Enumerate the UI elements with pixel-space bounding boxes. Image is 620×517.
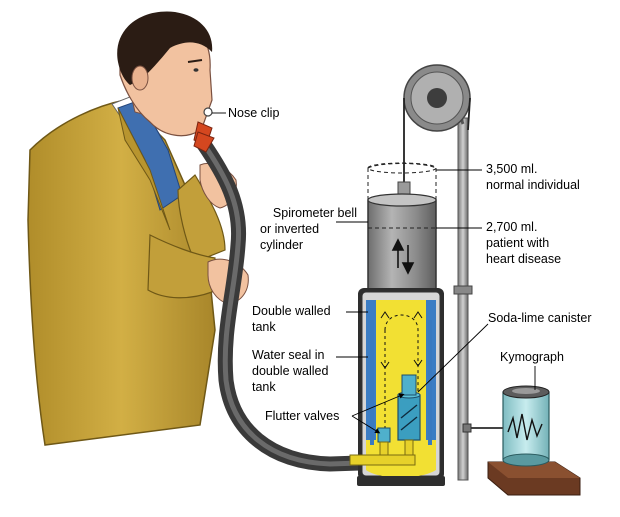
flutter-valve	[377, 427, 391, 443]
bell-max-position	[367, 163, 437, 200]
label-volume-patient-line3: heart disease	[486, 252, 562, 266]
label-bell-line1: Spirometer bell	[272, 206, 357, 220]
label-flutter-valves: Flutter valves	[265, 409, 340, 423]
leader-lines	[212, 112, 536, 434]
man-figure	[27, 11, 249, 446]
label-water-seal-line1: Water seal in	[252, 348, 325, 362]
flow-arrow-icon	[413, 311, 423, 319]
label-water-seal-line3: tank	[252, 380, 276, 394]
hose-connector	[193, 131, 215, 153]
nose-clip	[203, 107, 213, 117]
up-down-arrow-icon	[391, 238, 415, 275]
label-tank-line1: Double walled	[252, 304, 331, 318]
label-volume-patient-line2: patient with	[486, 236, 550, 250]
label-water-seal-line2: double walled	[252, 364, 329, 378]
right-sleeve	[147, 234, 216, 299]
label-soda-lime: Soda-lime canister	[488, 311, 592, 325]
label-bell-line3: cylinder	[260, 238, 304, 252]
double-walled-tank	[349, 288, 445, 486]
label-kymograph: Kymograph	[500, 350, 564, 364]
label-bell-line2: or inverted	[260, 222, 320, 236]
label-volume-patient-line1: 2,700 ml.	[486, 220, 538, 234]
label-tank-line2: tank	[252, 320, 276, 334]
label-volume-normal-line2: normal individual	[486, 178, 580, 192]
kymograph	[462, 385, 581, 496]
label-volume-normal-line1: 3,500 ml.	[486, 162, 538, 176]
lapel	[117, 107, 171, 231]
label-nose-clip: Nose clip	[228, 106, 280, 120]
